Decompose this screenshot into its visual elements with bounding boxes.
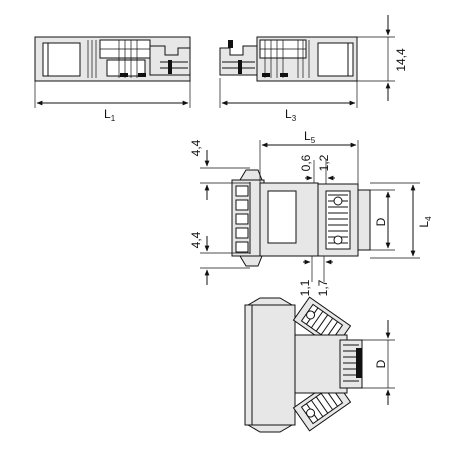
view-bottom-assembly	[244, 296, 363, 433]
svg-text:L4: L4	[417, 216, 433, 228]
label-1-7: 1,7	[316, 279, 330, 296]
label-14-4: 14,4	[394, 48, 408, 72]
l1-label: L	[104, 107, 111, 121]
l5-label: L	[304, 129, 311, 143]
dim-l5: L5	[259, 129, 359, 184]
dim-4-4-top: 4,4	[189, 139, 250, 200]
dim-0-6-1-2: 0,6 1,2	[299, 154, 335, 184]
label-4-4-top: 4,4	[189, 139, 203, 156]
dim-14-4: 14,4	[357, 15, 408, 101]
view-side-left	[34, 36, 191, 82]
l3-label: L	[285, 107, 292, 121]
view-front	[231, 169, 371, 267]
dim-d-front: D	[360, 189, 395, 251]
clamp-springs	[328, 194, 348, 245]
l4-label: L	[417, 221, 431, 228]
dim-4-4-bottom: 4,4	[189, 231, 250, 285]
pin-rows	[235, 182, 251, 254]
dim-1-1-1-7: 1,1 1,7	[298, 256, 333, 296]
dim-l3: L3	[219, 78, 358, 123]
label-4-4-bottom: 4,4	[189, 231, 203, 248]
label-1-2: 1,2	[317, 154, 331, 171]
hatch-lines-2	[264, 40, 310, 78]
dim-l4: L4	[370, 182, 433, 259]
svg-text:L5: L5	[304, 129, 316, 145]
label-d-bottom: D	[374, 359, 388, 368]
svg-text:L1: L1	[104, 107, 116, 123]
dim-d-bottom: D	[362, 320, 395, 405]
label-d-front: D	[374, 217, 388, 226]
hatch-lines	[87, 40, 138, 78]
svg-text:L3: L3	[285, 107, 297, 123]
view-side-right	[219, 36, 358, 82]
dim-l1: L1	[34, 78, 191, 123]
label-0-6: 0,6	[299, 154, 313, 171]
label-1-1: 1,1	[298, 279, 312, 296]
